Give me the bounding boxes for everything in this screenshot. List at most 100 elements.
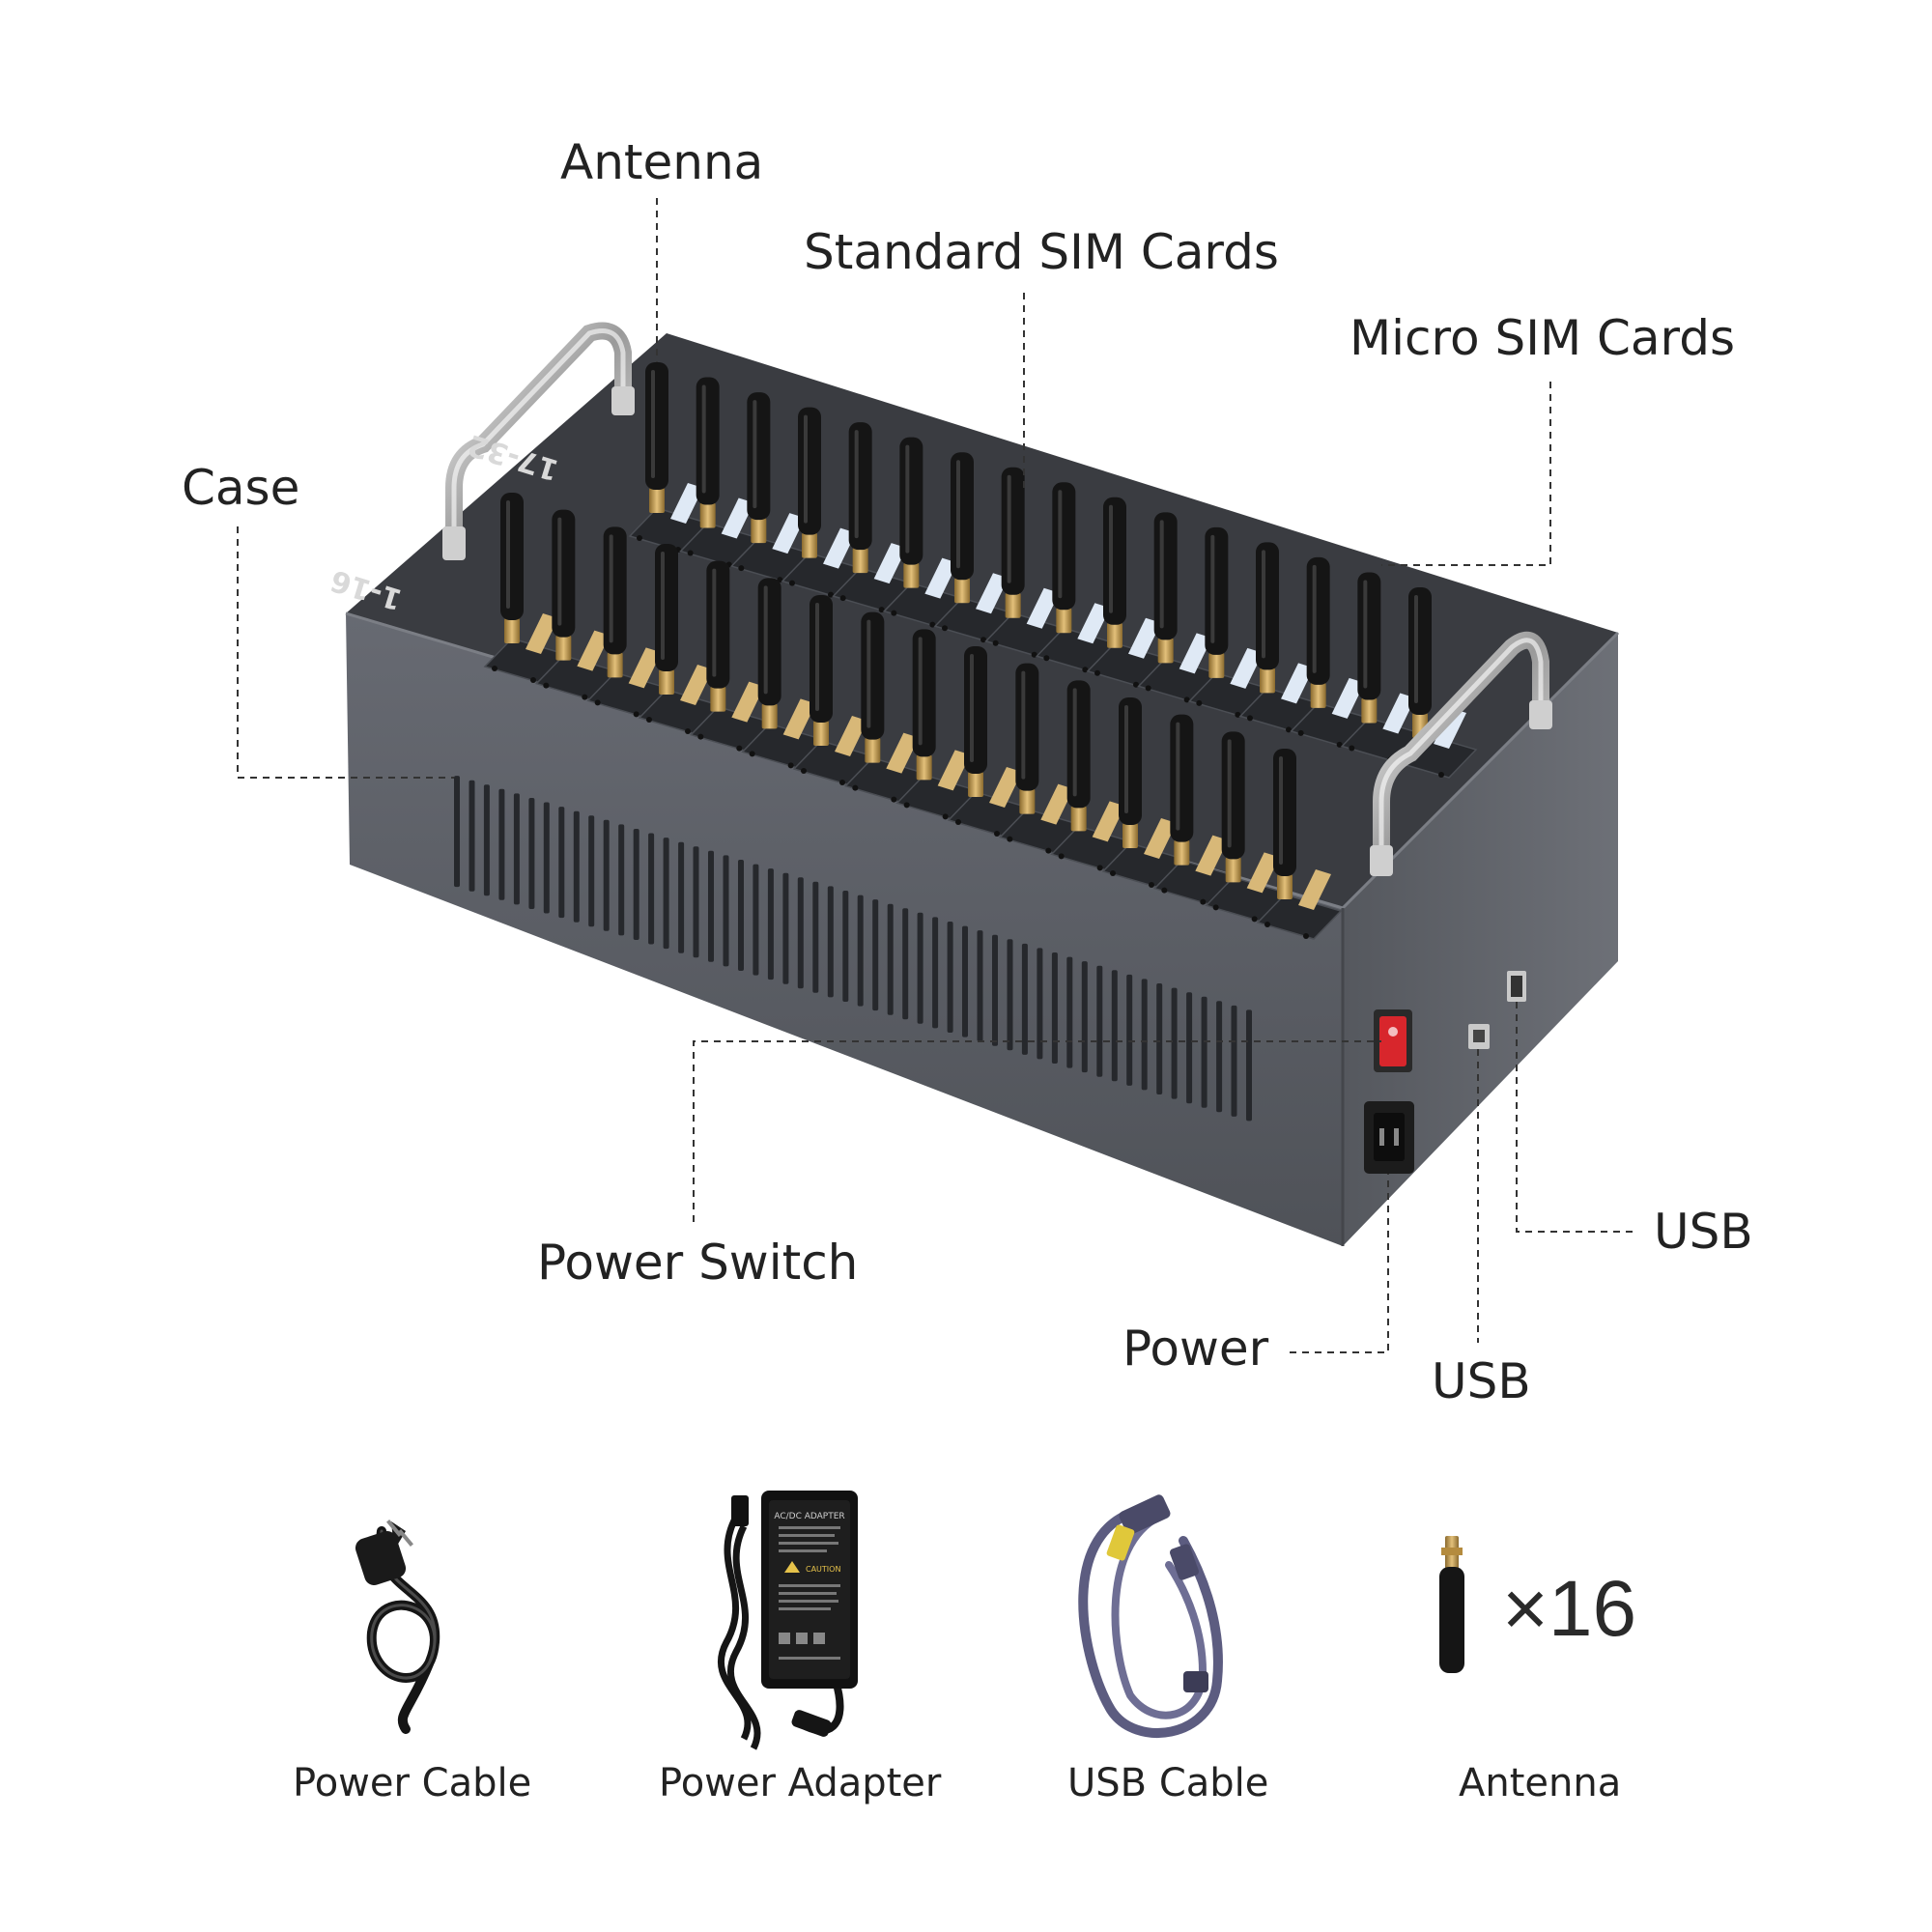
antenna-accessory-image xyxy=(1439,1536,1464,1673)
sim-card xyxy=(835,716,867,756)
vent-slot xyxy=(1096,965,1103,1077)
sim-card xyxy=(1092,801,1125,842)
antenna-connector xyxy=(954,578,970,604)
sim-card xyxy=(1040,783,1074,825)
vent-slot xyxy=(827,886,834,998)
modem-pool-case: 1-16 17-32 xyxy=(327,322,1620,1246)
antenna xyxy=(899,437,923,565)
accessory-label-antenna: Antenna xyxy=(1459,1761,1622,1805)
callout-power: Power xyxy=(1122,1321,1269,1377)
sim-card xyxy=(1281,663,1314,704)
vent-slot xyxy=(842,891,849,1002)
antenna xyxy=(1103,497,1126,625)
power-switch[interactable] xyxy=(1374,1009,1412,1072)
vent-slot xyxy=(483,784,490,896)
sim-card xyxy=(1179,633,1212,674)
vent-slot xyxy=(528,798,535,909)
vent-slot xyxy=(1171,987,1178,1099)
adapter-caution-text: CAUTION xyxy=(806,1565,840,1574)
sim-card xyxy=(924,557,958,599)
sim-module xyxy=(792,595,879,786)
sim-card xyxy=(937,750,971,791)
callout-leader-lines xyxy=(237,198,1633,1353)
sim-card xyxy=(782,698,816,740)
vent-slot xyxy=(1216,1001,1223,1113)
sim-module xyxy=(933,452,1020,644)
antenna xyxy=(1170,714,1194,842)
leader-case xyxy=(237,526,454,779)
sim-card xyxy=(1434,708,1466,749)
adapter-title-text: AC/DC ADAPTER xyxy=(774,1512,844,1521)
vent-slot xyxy=(917,912,923,1024)
vent-slot xyxy=(962,925,968,1037)
vent-slot xyxy=(1037,948,1043,1060)
sim-card xyxy=(1331,677,1365,719)
vent-slot xyxy=(469,780,475,892)
antenna xyxy=(810,595,833,723)
antenna-connector xyxy=(1174,839,1190,866)
accessory-label-usb-cable: USB Cable xyxy=(1067,1761,1269,1805)
vent-slot xyxy=(797,877,804,989)
antenna xyxy=(1015,663,1039,791)
vent-slot xyxy=(1156,983,1163,1094)
power-inlet-socket[interactable] xyxy=(1364,1101,1414,1174)
vent-slot xyxy=(633,829,639,940)
accessory-label-power-cable: Power Cable xyxy=(293,1761,532,1805)
vent-slot xyxy=(902,908,909,1020)
antenna xyxy=(912,629,936,757)
antenna xyxy=(1408,587,1432,715)
sim-card xyxy=(1077,603,1111,644)
sim-card xyxy=(1298,869,1331,910)
vent-slot xyxy=(603,819,610,931)
antenna xyxy=(747,392,771,521)
vent-slot xyxy=(1021,943,1028,1055)
antenna xyxy=(1066,680,1091,809)
vent-slot xyxy=(693,846,699,958)
vent-slot xyxy=(753,864,759,976)
antenna-connector xyxy=(1107,622,1122,648)
usb-b-port[interactable] xyxy=(1468,1024,1490,1049)
sim-card xyxy=(772,513,806,554)
vent-slot xyxy=(767,868,774,980)
sim-card xyxy=(1026,587,1060,629)
sim-card xyxy=(976,573,1009,614)
antenna-connector xyxy=(1277,874,1293,899)
antenna xyxy=(1001,467,1025,595)
antenna xyxy=(1256,542,1279,670)
antenna xyxy=(951,452,974,581)
antenna-connector xyxy=(1208,652,1225,678)
sim-card xyxy=(628,647,662,689)
vent-slot xyxy=(454,776,460,888)
antenna xyxy=(1119,697,1142,825)
sim-module xyxy=(1256,749,1343,940)
usb-a-port[interactable] xyxy=(1507,971,1526,1002)
antenna xyxy=(1357,572,1381,700)
antenna xyxy=(1221,731,1245,860)
power-cable-image xyxy=(355,1520,440,1734)
leader-power xyxy=(1290,1174,1389,1353)
vent-slot xyxy=(1141,979,1148,1091)
antenna-connector xyxy=(1260,668,1275,694)
antenna xyxy=(1153,512,1178,640)
antenna-connector xyxy=(555,635,572,661)
sim-card xyxy=(1246,852,1280,894)
antenna-connector xyxy=(504,618,520,643)
sim-module-row-1-16 xyxy=(483,493,1343,940)
vent-slot xyxy=(513,793,520,905)
sim-card xyxy=(1144,818,1177,859)
vent-slot xyxy=(588,815,595,927)
vent-slot xyxy=(558,807,565,919)
antenna-connector xyxy=(802,532,817,558)
antenna xyxy=(603,526,627,655)
antenna-connector xyxy=(916,754,932,781)
callout-usb-side: USB xyxy=(1432,1353,1531,1409)
sim-module xyxy=(1340,572,1427,764)
antenna-connector xyxy=(865,737,881,763)
vent-slot xyxy=(782,872,789,984)
vent-slot xyxy=(1051,952,1058,1064)
antenna-connector xyxy=(1310,682,1326,708)
sim-card xyxy=(1382,693,1416,734)
antenna-connector xyxy=(1070,806,1087,832)
antenna-connector xyxy=(1056,608,1072,634)
vent-slot xyxy=(857,895,864,1007)
